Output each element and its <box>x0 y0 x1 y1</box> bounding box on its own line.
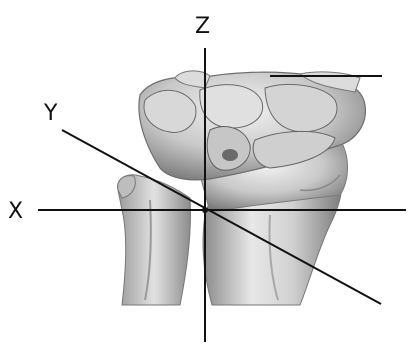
y-axis-label: Y <box>43 101 58 126</box>
origin-point <box>202 207 208 213</box>
bone-shadow-spot <box>222 149 238 161</box>
z-axis-label: Z <box>195 14 210 39</box>
x-axis-label: X <box>8 199 23 224</box>
wrist-bones-illustration <box>118 71 366 305</box>
